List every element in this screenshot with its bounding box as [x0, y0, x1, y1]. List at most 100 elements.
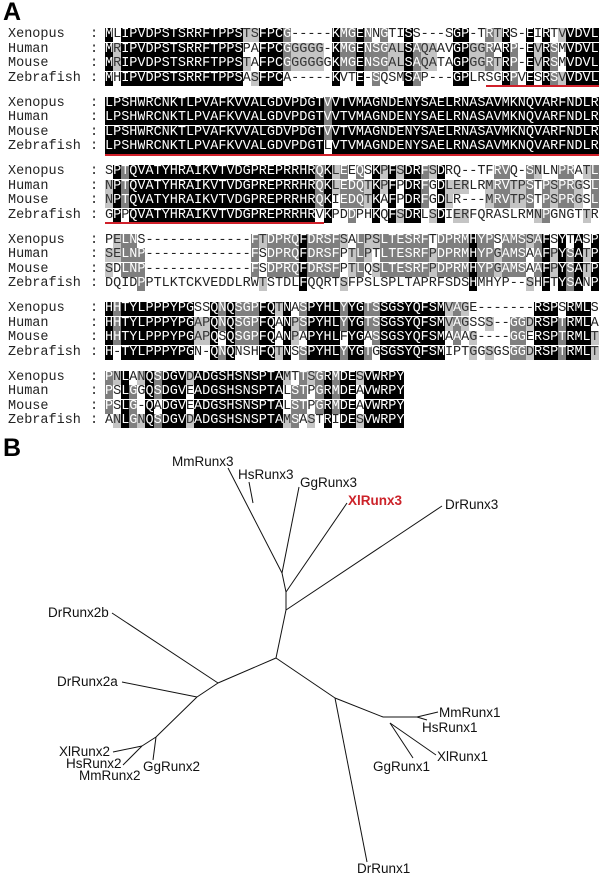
residue: F [258, 56, 267, 71]
residue: P [194, 124, 203, 140]
residue: S [194, 301, 203, 316]
residue: L [582, 301, 591, 316]
residue: L [396, 56, 405, 71]
residue: P [274, 232, 284, 248]
label-hsrunx3: HsRunx3 [238, 467, 294, 482]
residue: D [574, 56, 583, 71]
residue: R [461, 207, 470, 223]
residue: D [339, 369, 348, 385]
residue: G [291, 56, 300, 71]
residue: P [194, 139, 203, 154]
label-ggrunx1: GgRunx1 [373, 759, 430, 774]
residue: H [299, 207, 308, 223]
residue: D [266, 247, 275, 262]
residue: S [372, 330, 381, 345]
residue: A [364, 330, 373, 345]
residue: W [372, 413, 381, 428]
residue: S [550, 193, 559, 208]
residue: A [542, 124, 551, 140]
residue: C [274, 27, 284, 42]
residue: Q [364, 261, 373, 277]
residue: A [574, 276, 583, 291]
residue: R [258, 178, 267, 194]
residue: D [388, 110, 397, 125]
residue: G [323, 56, 332, 71]
residue: V [364, 384, 373, 399]
residue: L [331, 330, 340, 345]
residue: T [274, 276, 284, 291]
residue: G [453, 27, 462, 42]
residue: A [242, 70, 251, 86]
residue: T [590, 330, 599, 345]
label-ggrunx3: GgRunx3 [300, 475, 357, 490]
residue: T [364, 301, 373, 316]
residue: S [137, 232, 146, 248]
residue: - [509, 276, 518, 291]
separator-colon: : [90, 207, 99, 223]
branch-internal [196, 682, 219, 698]
residue: P [501, 276, 510, 291]
domain-underline [485, 85, 600, 87]
residue: N [517, 139, 526, 154]
residue: Y [161, 193, 170, 208]
residue: H [469, 276, 478, 291]
separator-colon: : [90, 315, 99, 331]
residue: V [566, 70, 575, 86]
species-name: Xenopus [8, 164, 65, 179]
residue: A [250, 95, 259, 111]
residue: Q [210, 315, 219, 331]
residue: H [105, 301, 114, 316]
residue: D [307, 261, 316, 277]
residue: R [412, 261, 421, 277]
residue: H [226, 398, 235, 414]
residue: Q [291, 247, 300, 262]
residue: A [194, 330, 203, 345]
residue: T [218, 178, 227, 194]
residue: T [153, 164, 162, 179]
residue: R [380, 384, 389, 399]
residue: Q [129, 178, 138, 194]
residue: S [380, 344, 389, 360]
branch-internal [155, 696, 198, 738]
residue: N [517, 95, 526, 111]
residue: R [444, 164, 454, 179]
residue: A [412, 70, 421, 86]
residue: L [590, 27, 599, 42]
residue: G [185, 344, 195, 360]
residue: V [283, 110, 292, 125]
residue: F [558, 139, 567, 154]
residue: A [364, 95, 373, 111]
residue: V [501, 193, 510, 208]
residue: N [242, 369, 251, 385]
residue: R [461, 178, 470, 194]
residue: P [461, 41, 470, 57]
residue: R [291, 207, 300, 223]
residue: V [533, 124, 543, 140]
residue: F [485, 164, 494, 179]
residue: I [331, 193, 340, 208]
species-name: Xenopus [8, 232, 65, 248]
residue: R [590, 124, 599, 140]
residue: S [307, 369, 316, 385]
residue: T [566, 232, 575, 248]
residue: P [177, 330, 186, 345]
residue: F [420, 301, 429, 316]
residue: M [461, 247, 470, 262]
residue: T [177, 95, 186, 111]
residue: D [202, 413, 211, 428]
residue: R [177, 207, 186, 223]
residue: V [226, 207, 235, 223]
residue: I [121, 41, 130, 57]
residue: - [485, 330, 494, 345]
residue: R [323, 413, 332, 428]
residue: S [372, 41, 381, 57]
residue: - [218, 232, 227, 248]
residue: I [444, 207, 454, 223]
residue: M [501, 124, 510, 140]
residue: - [323, 27, 332, 42]
residue: A [461, 330, 470, 345]
species-name: Mouse [8, 124, 49, 140]
